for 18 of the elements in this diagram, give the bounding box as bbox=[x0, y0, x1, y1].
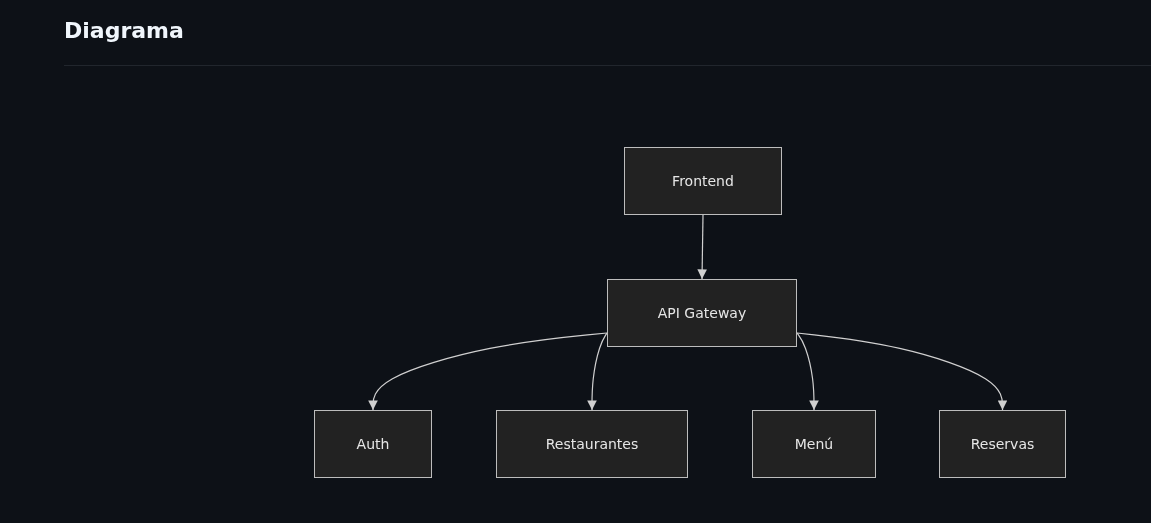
arrow bbox=[587, 332, 608, 411]
diagram-title: Diagrama bbox=[64, 18, 184, 43]
arrow bbox=[796, 332, 1008, 411]
node-label: Restaurantes bbox=[545, 436, 639, 452]
process-box bbox=[939, 410, 1066, 478]
process-box bbox=[752, 410, 876, 478]
arrow bbox=[697, 214, 707, 280]
node-label: Frontend bbox=[672, 173, 734, 189]
process-box bbox=[624, 147, 782, 215]
arrow bbox=[368, 332, 608, 411]
arrow bbox=[796, 332, 819, 411]
node-label: Reservas bbox=[970, 436, 1035, 452]
node-label: Menú bbox=[794, 436, 834, 452]
node-label: API Gateway bbox=[657, 305, 747, 321]
process-box bbox=[314, 410, 432, 478]
process-box bbox=[607, 279, 797, 347]
process-box bbox=[496, 410, 688, 478]
node-label: Auth bbox=[356, 436, 390, 452]
